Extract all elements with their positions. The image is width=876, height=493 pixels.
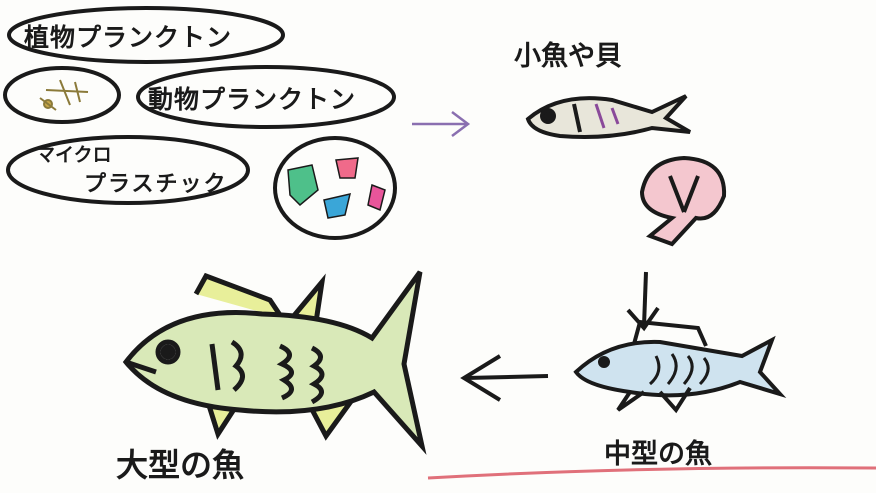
- arrow-to-small-fish: [412, 111, 471, 137]
- red-margin-line: [427, 466, 876, 480]
- plastic-fragments-icon: [287, 157, 386, 219]
- plastic-fragments-oval: [273, 136, 397, 240]
- zooplankton-doodle-icon: [39, 79, 89, 111]
- microplastic-label-line1: マイクロ: [36, 144, 112, 166]
- microplastic-oval: [6, 135, 250, 205]
- medium-fish-label: 中型の魚: [604, 439, 712, 470]
- small-fish-shellfish-label: 小魚や貝: [514, 41, 622, 72]
- medium-fish-icon: [573, 319, 787, 414]
- phytoplankton-oval: [7, 6, 285, 64]
- shell-icon: [639, 155, 727, 247]
- arrow-to-medium-fish: [626, 271, 660, 332]
- zooplankton-oval: [136, 65, 396, 129]
- arrow-to-large-fish: [460, 354, 549, 402]
- phytoplankton-label: 植物プランクトン: [24, 23, 233, 52]
- zooplankton-doodle-oval: [3, 66, 121, 124]
- microplastic-label-line2: プラスチック: [84, 172, 228, 197]
- large-fish-label: 大型の魚: [116, 446, 245, 484]
- zooplankton-label: 動物プランクトン: [148, 85, 357, 114]
- large-fish-icon: [122, 270, 427, 455]
- small-fish-icon: [525, 94, 692, 139]
